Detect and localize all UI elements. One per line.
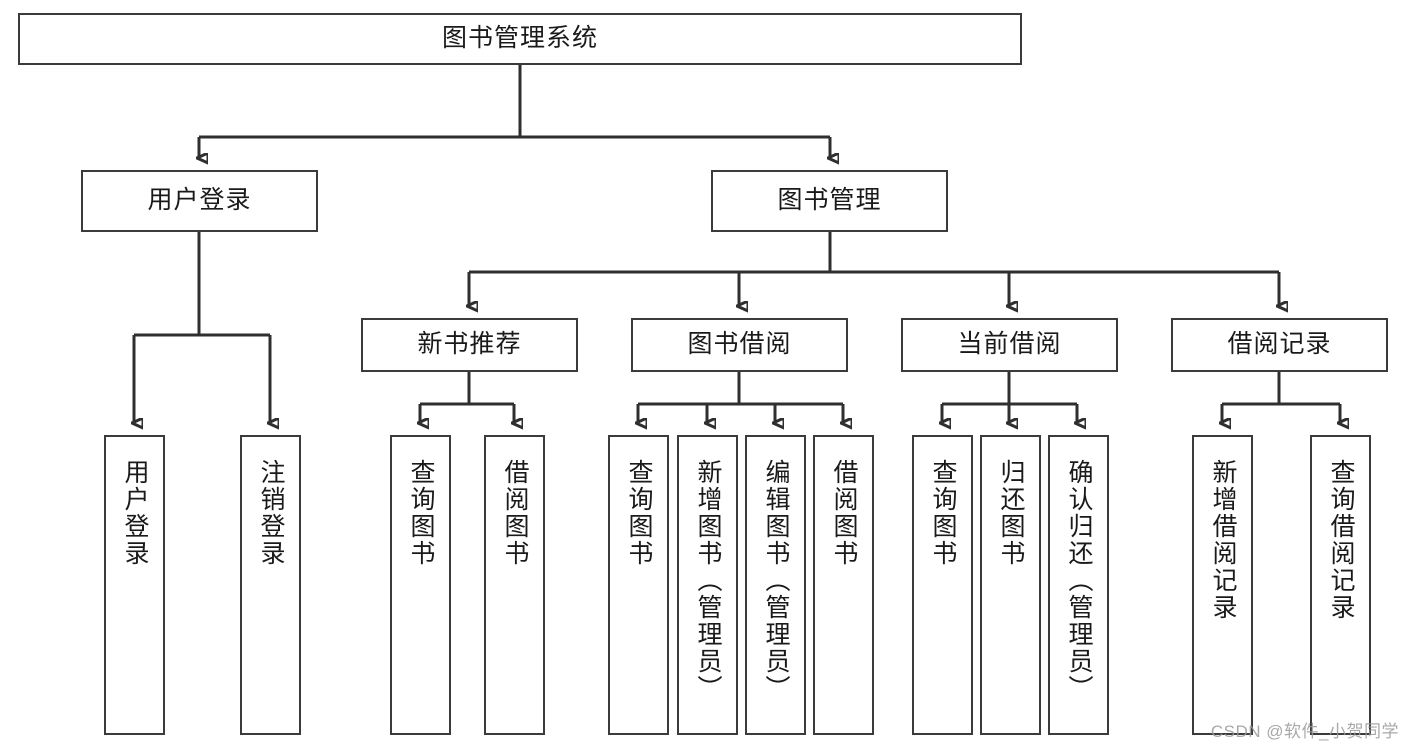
node-label: 编辑图书（管理员）	[762, 459, 790, 702]
leaf-borrow-book-recommend[interactable]: 借阅图书	[484, 435, 545, 735]
node-label: 借阅图书	[830, 459, 858, 567]
node-label: 图书管理	[777, 186, 882, 215]
node-label: 借阅记录	[1227, 330, 1332, 359]
leaf-logout[interactable]: 注销登录	[240, 435, 301, 735]
node-label: 注销登录	[257, 459, 285, 567]
node-label: 图书管理系统	[441, 24, 598, 53]
node-label: 用户登录	[147, 186, 252, 215]
node-book-borrow[interactable]: 图书借阅	[631, 318, 848, 372]
leaf-return-book[interactable]: 归还图书	[980, 435, 1041, 735]
node-label: 新增图书（管理员）	[694, 459, 722, 702]
node-label: 借阅图书	[501, 459, 529, 567]
node-user-login[interactable]: 用户登录	[81, 170, 318, 232]
node-new-book-recommend[interactable]: 新书推荐	[361, 318, 578, 372]
node-root-system[interactable]: 图书管理系统	[18, 13, 1022, 65]
node-label: 查询图书	[625, 459, 653, 567]
leaf-query-book-recommend[interactable]: 查询图书	[390, 435, 451, 735]
csdn-watermark: CSDN @软件_小贺同学	[1210, 722, 1399, 741]
node-label: 查询借阅记录	[1327, 459, 1355, 621]
leaf-query-borrow-record[interactable]: 查询借阅记录	[1310, 435, 1371, 735]
leaf-add-borrow-record[interactable]: 新增借阅记录	[1192, 435, 1253, 735]
leaf-add-book-admin[interactable]: 新增图书（管理员）	[677, 435, 738, 735]
node-label: 当前借阅	[957, 330, 1062, 359]
node-label: 查询图书	[407, 459, 435, 567]
leaf-query-book-current[interactable]: 查询图书	[912, 435, 973, 735]
node-label: 图书借阅	[687, 330, 792, 359]
node-label: 归还图书	[997, 459, 1025, 567]
node-book-management[interactable]: 图书管理	[711, 170, 948, 232]
node-label: 用户登录	[121, 459, 149, 567]
leaf-user-login[interactable]: 用户登录	[104, 435, 165, 735]
leaf-confirm-return-admin[interactable]: 确认归还（管理员）	[1048, 435, 1109, 735]
node-label: 确认归还（管理员）	[1065, 459, 1093, 702]
leaf-edit-book-admin[interactable]: 编辑图书（管理员）	[745, 435, 806, 735]
node-current-borrow[interactable]: 当前借阅	[901, 318, 1118, 372]
leaf-query-book-borrow[interactable]: 查询图书	[608, 435, 669, 735]
node-borrow-record[interactable]: 借阅记录	[1171, 318, 1388, 372]
node-label: 新书推荐	[417, 330, 522, 359]
node-label: 查询图书	[929, 459, 957, 567]
leaf-borrow-book[interactable]: 借阅图书	[813, 435, 874, 735]
node-label: 新增借阅记录	[1209, 459, 1237, 621]
